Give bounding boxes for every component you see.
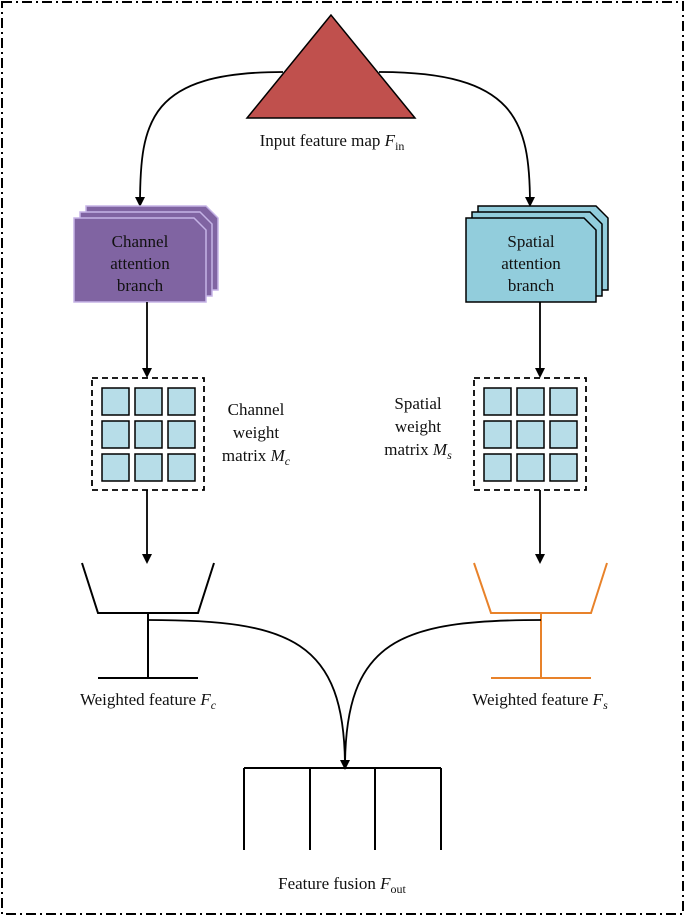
spatial-matrix-cell [516,387,545,416]
channel-matrix-line-3: matrix Mc [222,446,291,468]
channel-branch-line-2: attention [110,254,170,273]
spatial-matrix-cell [549,420,578,449]
spatial-matrix-cell [483,420,512,449]
feature-fusion-label: Feature fusion Fout [278,874,406,896]
spatial-matrix-cell [549,453,578,482]
channel-matrix-cell [167,387,196,416]
spatial-branch-line-1: Spatial [507,232,554,251]
arrow-input-to-channel [135,71,284,207]
channel-branch-line-1: Channel [112,232,169,251]
input-feature-map-shape [245,13,417,119]
spatial-matrix-cell [516,420,545,449]
channel-matrix-line-1: Channel [228,400,285,419]
channel-matrix-cell [101,387,130,416]
channel-matrix-line-2: weight [233,423,280,442]
weighted-feature-c-label: Weighted feature Fc [80,690,217,712]
channel-matrix-cell [134,420,163,449]
channel-branch-line-3: branch [117,276,164,295]
spatial-matrix-line-2: weight [395,417,442,436]
spatial-branch-line-3: branch [508,276,555,295]
weighted-feature-s-label: Weighted feature Fs [472,690,608,712]
channel-matrix-cell [167,453,196,482]
channel-matrix-cell [134,453,163,482]
channel-matrix-cell [101,453,130,482]
spatial-branch-line-2: attention [501,254,561,273]
weighted-feature-s-shape [473,562,608,679]
channel-weight-matrix [91,377,205,491]
curve-fs-to-fusion [344,619,542,769]
channel-matrix-cell [167,420,196,449]
feature-fusion-shape [243,767,442,850]
spatial-matrix-cell [483,453,512,482]
spatial-matrix-cell [549,387,578,416]
channel-attention-branch: Channel attention branch [73,205,219,303]
spatial-weight-matrix [473,377,587,491]
channel-matrix-cell [101,420,130,449]
channel-matrix-cell [134,387,163,416]
spatial-attention-branch: Spatial attention branch [465,205,609,303]
spatial-matrix-cell [516,453,545,482]
spatial-matrix-cell [483,387,512,416]
spatial-matrix-line-3: matrix Ms [384,440,452,462]
curve-fc-to-fusion [147,619,350,770]
weighted-feature-c-shape [81,562,215,679]
spatial-matrix-line-1: Spatial [394,394,441,413]
arrow-input-to-spatial [378,71,535,207]
input-feature-map-label: Input feature map Fin [260,131,405,153]
